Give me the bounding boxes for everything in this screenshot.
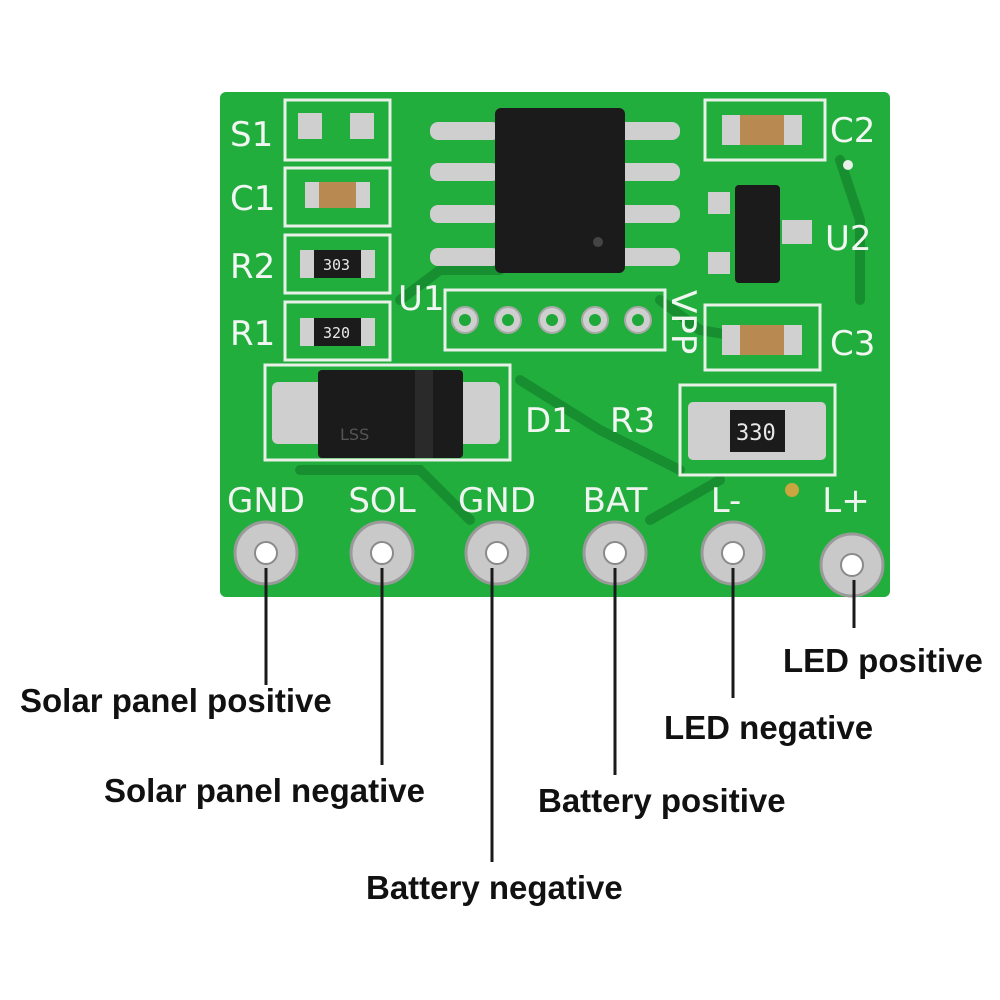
r1-resistor: [300, 318, 375, 346]
c1-capacitor: [305, 182, 370, 208]
c3-capacitor: [722, 325, 802, 355]
silk-u2: U2: [825, 219, 872, 259]
d1-marking: LSS: [340, 425, 369, 444]
s1-pad-left: [298, 113, 322, 139]
silk-s1: S1: [230, 115, 273, 155]
callout-led-positive: LED positive: [783, 642, 983, 679]
u1-chip: [430, 108, 680, 273]
silk-c1: C1: [230, 179, 275, 219]
d1-diode: LSS: [272, 370, 500, 458]
callout-battery-negative: Battery negative: [366, 869, 623, 906]
pin-label-sol: SOL: [348, 481, 415, 521]
silk-outlines: [263, 98, 837, 477]
r3-resistor: 330: [688, 402, 826, 460]
silk-vpp: VPP: [663, 290, 703, 354]
r2-resistor: [300, 250, 375, 278]
u2-regulator: [708, 185, 812, 283]
callout-solar-positive: Solar panel positive: [20, 682, 332, 719]
silk-c3: C3: [830, 324, 875, 364]
callout-battery-positive: Battery positive: [538, 782, 786, 819]
pin-label-bat: BAT: [583, 481, 648, 521]
silk-d1: D1: [525, 401, 573, 441]
r2-code: 303: [323, 256, 350, 274]
svg-text:330: 330: [736, 421, 776, 446]
callout-solar-negative: Solar panel negative: [104, 772, 425, 809]
silk-r3: R3: [610, 401, 655, 441]
pin-label-gnd-1: GND: [227, 481, 305, 521]
silk-r2: R2: [230, 247, 275, 287]
r1-code: 320: [323, 324, 350, 342]
silk-u1: U1: [398, 279, 445, 319]
silk-r1: R1: [230, 314, 275, 354]
c2-capacitor: [722, 115, 802, 145]
s1-pad-right: [350, 113, 374, 139]
callout-led-negative: LED negative: [664, 709, 874, 746]
pin-label-l-minus: L-: [711, 481, 742, 521]
silk-c2: C2: [830, 111, 875, 151]
pin-label-l-plus: L+: [822, 481, 869, 521]
pin-label-gnd-2: GND: [458, 481, 536, 521]
solder-pads: [233, 520, 885, 598]
